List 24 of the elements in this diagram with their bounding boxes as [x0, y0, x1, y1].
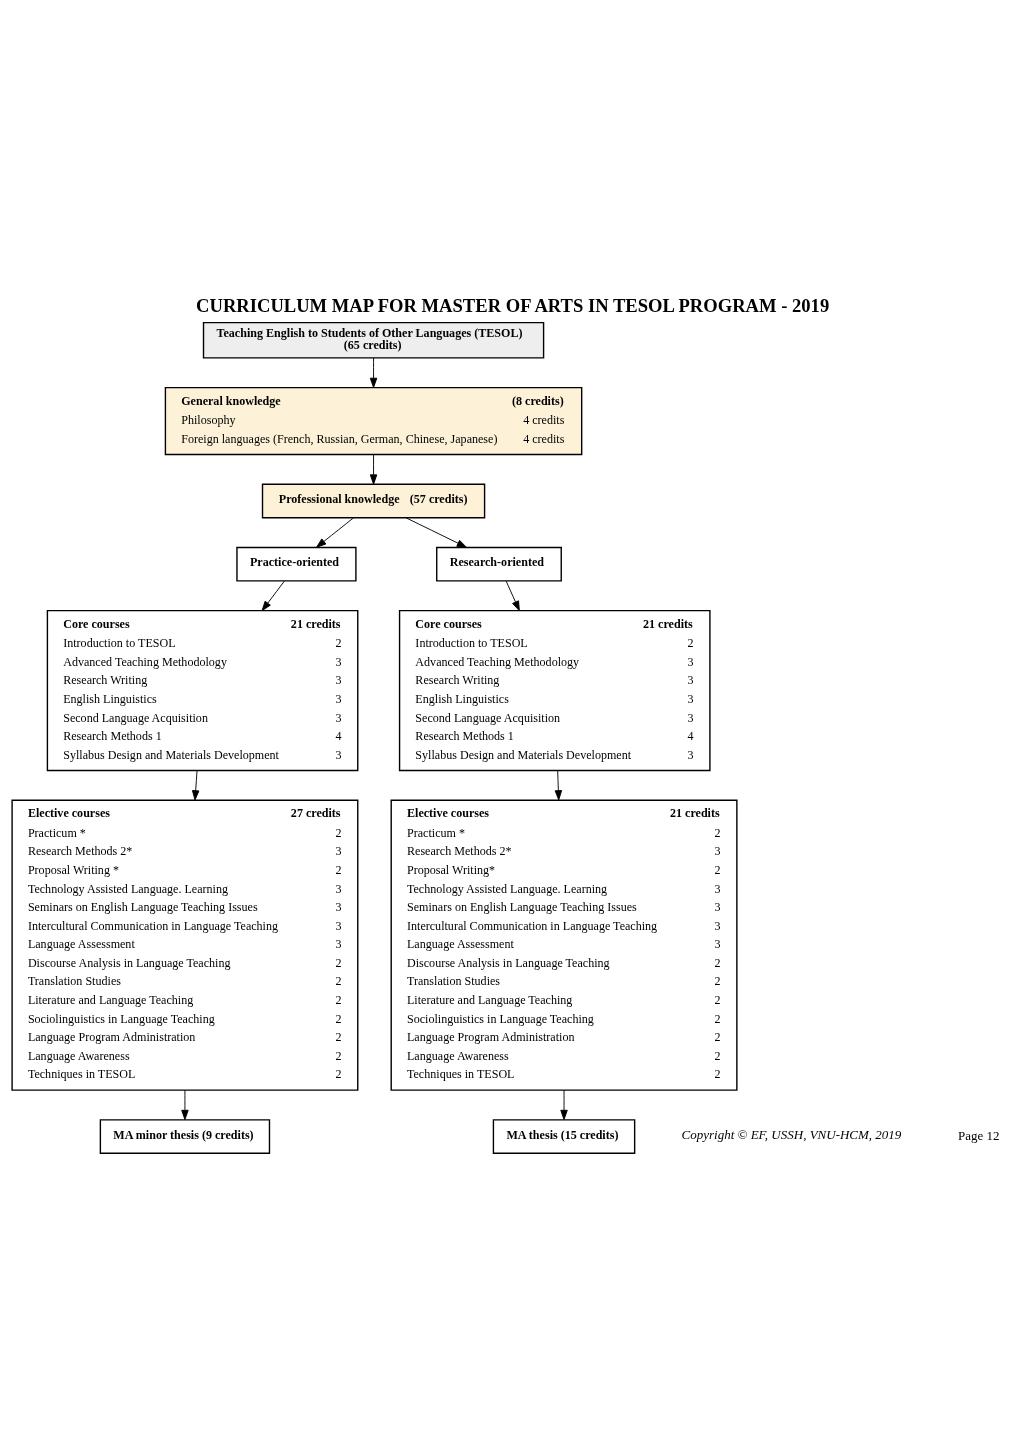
node-box: Practice-oriented [236, 546, 357, 582]
node-box: Core courses 21 credits Introduction to TESOL 2 Advanced Teaching Methodology 3 Research Writing 3 English Linguistics 3 Second Language Acquisition 3 Research Methods 1 4 Syllabus Design and Materials Development 3 [398, 609, 711, 772]
arrow [181, 1089, 189, 1121]
label: Copyright © EF, USSH, VNU-HCM, 2019 [681, 1127, 902, 1143]
diagram-title: CURRICULUM MAP FOR MASTER OF ARTS IN TESOL PROGRAM - 2019 [196, 295, 830, 317]
node-box: Elective courses 21 credits Practicum * 2 Research Methods 2* 3 Proposal Writing* 2 Technology Assisted Language. Learning 3 Seminars on English Language Teaching Issues 3 Intercultural Communication in Language Teaching 3 Language Assessment 3 Discourse Analysis in Language Teaching 2 Translation Studies 2 Literature and Language Teaching 2 Sociolinguistics in Language Teaching 2 Language Program Administration 2 Language Awareness 2 Techniques in TESOL 2 [390, 799, 738, 1091]
node-box: Research-oriented [436, 546, 562, 582]
node-box: Teaching English to Students of Other Languages (TESOL) (65 credits) [202, 321, 545, 359]
arrow [316, 517, 354, 548]
arrow [191, 770, 200, 801]
arrow [405, 517, 467, 548]
arrow [560, 1089, 568, 1121]
arrow [369, 357, 378, 388]
node-box: MA thesis (15 credits) [492, 1119, 636, 1154]
node-box: Elective courses 27 credits Practicum * 2 Research Methods 2* 3 Proposal Writing * 2 Technology Assisted Language. Learning 3 Seminars on English Language Teaching Issues 3 Intercultural Communication in Language Teaching 3 Language Assessment 3 Discourse Analysis in Language Teaching 2 Translation Studies 2 Literature and Language Teaching 2 Sociolinguistics in Language Teaching 2 Language Program Administration 2 Language Awareness 2 Techniques in TESOL 2 [11, 799, 359, 1091]
node-box: Core courses 21 credits Introduction to TESOL 2 Advanced Teaching Methodology 3 Research Writing 3 English Linguistics 3 Second Language Acquisition 3 Research Methods 1 4 Syllabus Design and Materials Development 3 [46, 609, 359, 772]
node-box: Professional knowledge (57 credits) [261, 483, 486, 519]
arrow [505, 580, 520, 612]
label: Page 12 [958, 1128, 1000, 1143]
node-box: General knowledge (8 credits) Philosophy 4 credits Foreign languages (French, Russian, German, Chinese, Japanese) 4 credits [164, 386, 583, 456]
arrow [554, 770, 563, 801]
arrow [369, 454, 378, 485]
node-box: MA minor thesis (9 credits) [99, 1119, 271, 1154]
arrow [261, 580, 285, 612]
